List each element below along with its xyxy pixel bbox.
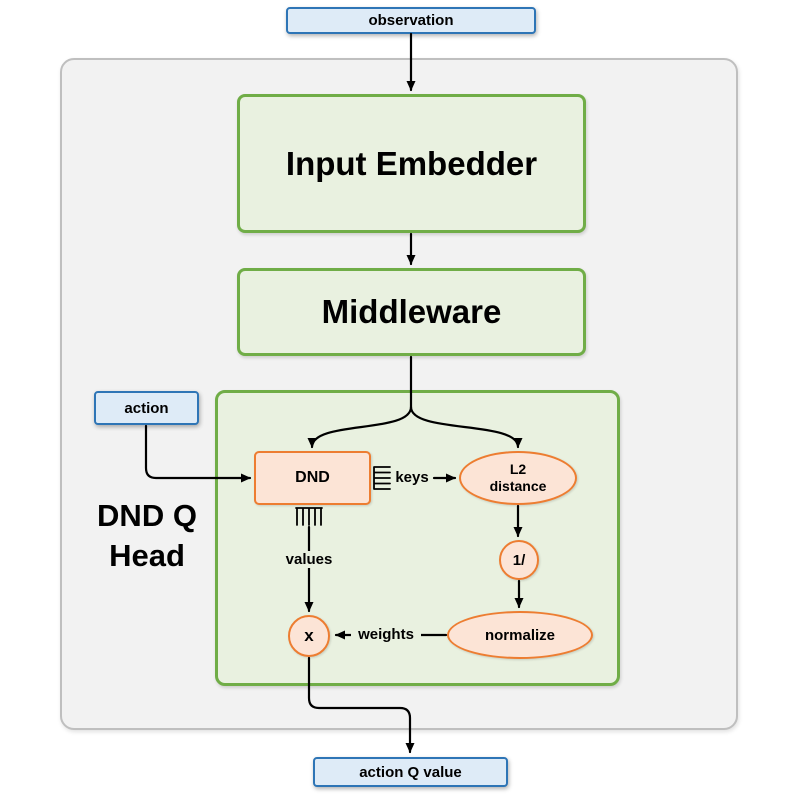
middleware-label: Middleware	[321, 293, 502, 330]
action-q-value-node: action Q value	[313, 757, 508, 787]
multiply-node: x	[288, 615, 330, 657]
keys-edge-label: keys	[392, 469, 432, 486]
dnd-q-head-title-line1: DND Q	[97, 498, 197, 533]
input-embedder-label: Input Embedder	[285, 144, 538, 182]
action-q-value-label: action Q value	[359, 763, 462, 781]
values-edge-label: values	[277, 551, 341, 568]
observation-node: observation	[286, 7, 536, 34]
multiply-label: x	[304, 626, 314, 645]
normalize-node: normalize	[447, 611, 593, 659]
dnd-label: DND	[295, 469, 330, 486]
action-label: action	[124, 399, 169, 417]
l2-distance-label-line2: distance	[489, 478, 547, 494]
weights-edge-label: weights	[351, 626, 421, 643]
observation-label: observation	[368, 12, 454, 29]
dnd-q-head-title: DND Q Head	[72, 496, 222, 577]
l2-distance-node: L2 distance	[459, 451, 577, 505]
normalize-label: normalize	[484, 626, 556, 644]
dnd-q-head-title-line2: Head	[109, 538, 185, 574]
input-embedder-node: Input Embedder	[237, 94, 586, 233]
reciprocal-node: 1/	[499, 540, 539, 580]
dnd-node: DND	[254, 451, 371, 505]
l2-distance-label-line1: L2	[509, 461, 527, 478]
middleware-node: Middleware	[237, 268, 586, 356]
reciprocal-label: 1/	[512, 551, 526, 569]
action-node: action	[94, 391, 199, 425]
